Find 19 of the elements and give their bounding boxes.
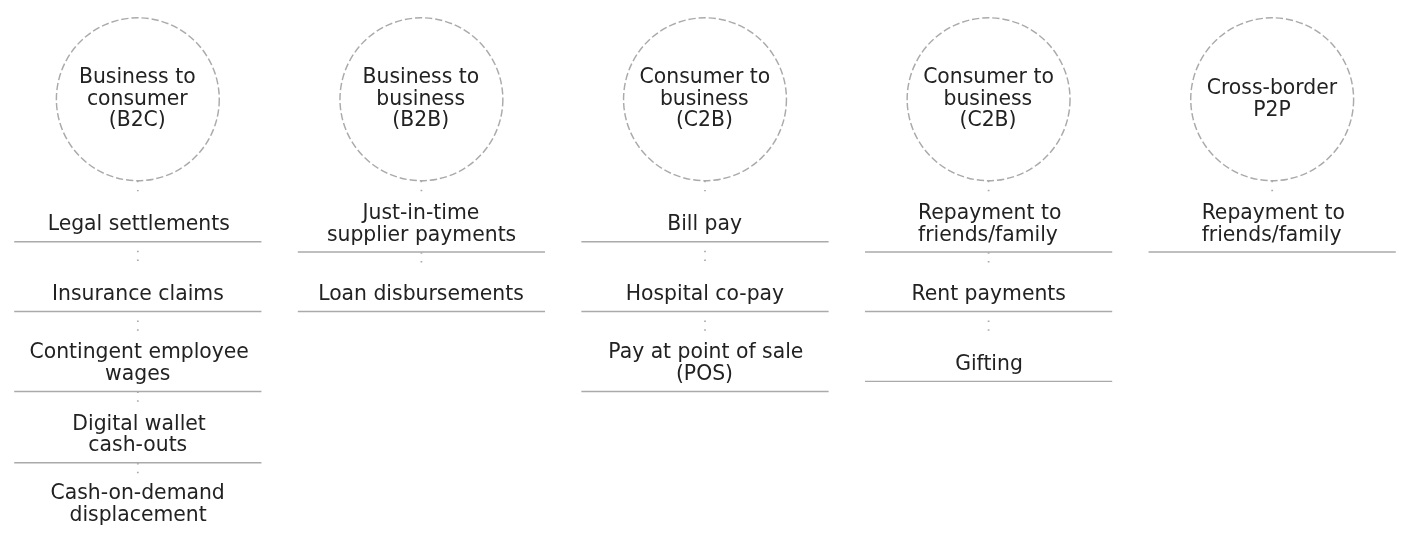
node-circle: Business to business (B2B) xyxy=(339,17,504,182)
node-circle: Consumer to business (C2B) xyxy=(622,17,788,182)
node-text: Digital wallet cash-outs xyxy=(72,410,206,457)
node-text: Bill pay xyxy=(667,211,743,236)
node-text: Insurance claims xyxy=(52,281,224,306)
node-circle: Business to consumer (B2C) xyxy=(55,17,220,182)
node-text: Just-in-time supplier payments xyxy=(326,199,517,246)
node-text: Hospital co-pay xyxy=(625,281,785,306)
node-text: Cash-on-demand displacement xyxy=(50,480,225,527)
node-circle: Consumer to business (C2B) xyxy=(906,17,1071,182)
node-text: Gifting xyxy=(955,351,1023,376)
node-text: Loan disbursements xyxy=(318,281,524,306)
node-circle: Cross-border P2P xyxy=(1190,17,1355,182)
node-text: Rent payments xyxy=(911,281,1066,306)
node-text: Legal settlements xyxy=(47,211,230,236)
node-text: Contingent employee wages xyxy=(29,339,249,386)
node-text: Repayment to friends/family xyxy=(918,199,1062,246)
node-text: Pay at point of sale (POS) xyxy=(608,339,804,386)
node-text: Repayment to friends/family xyxy=(1201,199,1346,246)
